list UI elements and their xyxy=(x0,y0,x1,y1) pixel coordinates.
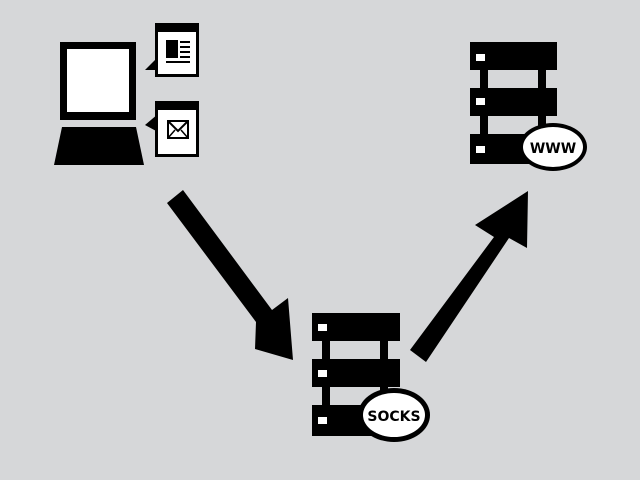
mail-window-icon xyxy=(145,101,199,157)
laptop-icon xyxy=(54,42,144,165)
socks-badge-label: SOCKS xyxy=(367,409,420,425)
socks-badge: SOCKS xyxy=(358,388,430,442)
arrow-proxy-to-web xyxy=(410,191,528,362)
www-badge-label: WWW xyxy=(530,141,576,157)
www-badge: WWW xyxy=(519,123,587,171)
arrow-client-to-proxy xyxy=(167,190,293,360)
browser-window-icon xyxy=(145,23,199,77)
